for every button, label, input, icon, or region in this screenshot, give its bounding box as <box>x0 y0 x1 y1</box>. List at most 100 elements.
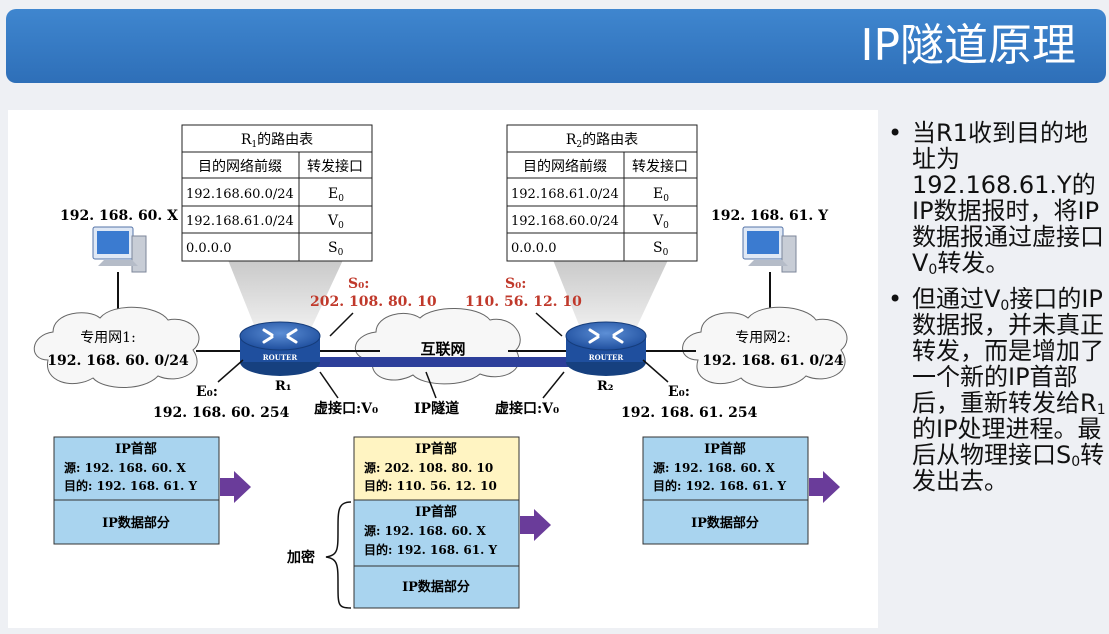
bullet-dot-icon: • <box>888 285 903 313</box>
s0-right-label: S₀: <box>505 276 526 292</box>
r2-row1-if: E0 <box>653 186 669 204</box>
vif-left-pointer <box>319 371 339 399</box>
r2-row3-prefix: 0.0.0.0 <box>511 241 556 256</box>
r1-routing-table: R1的路由表 目的网络前缀 转发接口 192.168.60.0/24 E0 19… <box>181 124 373 262</box>
cloud-right-prefix: 192. 168. 61. 0/24 <box>702 353 844 369</box>
r1-header-prefix: 目的网络前缀 <box>198 158 282 175</box>
bullet-2-sub3: 0 <box>1071 454 1081 470</box>
router-r1-icon: ROUTER <box>239 321 321 376</box>
private-network-2-cloud: 专用网2: 192. 168. 61. 0/24 <box>682 306 848 388</box>
bullet-2-sub: 0 <box>1000 298 1010 314</box>
bullet-2-tail: 转发出去。 <box>912 441 1105 495</box>
r2-routing-table: R2的路由表 目的网络前缀 转发接口 192.168.61.0/24 E0 19… <box>506 124 698 262</box>
private-network-1-cloud: 专用网1: 192. 168. 60. 0/24 <box>33 306 200 388</box>
diagram-panel: R1的路由表 目的网络前缀 转发接口 192.168.60.0/24 E0 19… <box>8 110 878 628</box>
packet-right-header: IP首部 <box>704 441 746 457</box>
packet-mid-outer-header: IP首部 <box>415 441 457 457</box>
bullet-2: • 但通过V0接口的IP数据报，并未真正转发，而是增加了一个新的IP首部后，重新… <box>888 286 1106 494</box>
bullet-2-text: 但通过V <box>912 285 1001 313</box>
packet-left-src: 源: 192. 168. 60. X <box>64 460 186 475</box>
bullet-2-sub2: 1 <box>1096 402 1106 418</box>
packet-left-dst: 目的: 192. 168. 61. Y <box>64 478 197 493</box>
s0-left-ip: 202. 108. 80. 10 <box>310 294 437 310</box>
bullet-dot-icon: • <box>888 119 903 147</box>
packet-right: IP首部 源: 192. 168. 60. X 目的: 192. 168. 61… <box>642 436 809 545</box>
e0-right-label: E₀: <box>668 384 690 400</box>
packet-left-header: IP首部 <box>115 441 157 457</box>
r1-row2-if: V0 <box>327 213 344 231</box>
encrypt-brace <box>325 501 352 609</box>
host-right-address: 192. 168. 61. Y <box>711 208 829 224</box>
bullet-1-text: 当R1收到目的地址为192.168.61.Y的IP数据报时，将IP数据报通过虚接… <box>912 119 1104 277</box>
vif-right-label: 虚接口:V₀ <box>495 400 559 417</box>
packet-mid-data: IP数据部分 <box>402 579 470 595</box>
cloud-right-name: 专用网2: <box>735 330 791 346</box>
r1-router-tag: ROUTER <box>263 353 298 362</box>
r2-label: R₂ <box>597 379 614 394</box>
r1-header-if: 转发接口 <box>307 158 363 175</box>
r1-row1-prefix: 192.168.60.0/24 <box>186 187 294 202</box>
packet-mid-outer-dst: 目的: 110. 56. 12. 10 <box>364 478 497 493</box>
slide-title: IP隧道原理 <box>860 20 1076 71</box>
s0-right-pointer <box>535 312 563 337</box>
computer-right-icon <box>742 226 797 273</box>
packet-mid-outer-src: 源: 202. 108. 80. 10 <box>364 460 493 475</box>
r1-row2-prefix: 192.168.61.0/24 <box>186 214 294 229</box>
computer-left-icon <box>92 226 147 273</box>
bullet-1-tail: 转发。 <box>937 249 1010 277</box>
r2-header-if: 转发接口 <box>632 158 688 175</box>
packet-right-src: 源: 192. 168. 60. X <box>653 460 775 475</box>
bullet-1-sub: 0 <box>928 262 938 278</box>
e0-left-label: E₀: <box>196 384 218 400</box>
r2-header-prefix: 目的网络前缀 <box>523 158 607 175</box>
packet-right-dst: 目的: 192. 168. 61. Y <box>653 478 786 493</box>
r2-table-title: R2的路由表 <box>566 132 638 150</box>
e0-right-pointer <box>642 359 669 383</box>
packet-mid: IP首部 源: 202. 108. 80. 10 目的: 110. 56. 12… <box>353 436 520 609</box>
s0-right-ip: 110. 56. 12. 10 <box>465 294 582 310</box>
vif-right-pointer <box>542 371 565 399</box>
ip-tunnel-pipe <box>313 357 575 367</box>
packet-left: IP首部 源: 192. 168. 60. X 目的: 192. 168. 61… <box>53 436 220 545</box>
title-bar: IP隧道原理 <box>6 9 1106 83</box>
packet-left-data: IP数据部分 <box>102 515 170 531</box>
r2-row3-if: S0 <box>653 240 669 258</box>
r2-router-tag: ROUTER <box>589 353 624 362</box>
tunnel-diagram: R1的路由表 目的网络前缀 转发接口 192.168.60.0/24 E0 19… <box>33 124 848 609</box>
s0-left-pointer <box>329 312 354 337</box>
r1-row3-if: S0 <box>328 240 344 258</box>
explanation-bullets: • 当R1收到目的地址为192.168.61.Y的IP数据报时，将IP数据报通过… <box>888 120 1106 504</box>
tunnel-label: IP隧道 <box>414 400 459 417</box>
packet-mid-inner-dst: 目的: 192. 168. 61. Y <box>364 542 497 557</box>
tunnel-pointer <box>425 371 437 399</box>
packet-right-data: IP数据部分 <box>691 515 759 531</box>
packet-mid-inner-src: 源: 192. 168. 60. X <box>364 523 486 538</box>
r2-row2-prefix: 192.168.60.0/24 <box>511 214 619 229</box>
s0-left-label: S₀: <box>348 276 369 292</box>
e0-right-ip: 192. 168. 61. 254 <box>621 405 758 421</box>
bullet-1: • 当R1收到目的地址为192.168.61.Y的IP数据报时，将IP数据报通过… <box>888 119 1106 278</box>
bullet-2-mid2: 的IP处理进程。最后从物理接口S <box>912 415 1102 469</box>
bullet-2-mid: 接口的IP数据报，并未真正转发，而是增加了一个新的IP首部后，重新转发给R <box>912 285 1104 417</box>
r1-table-title: R1的路由表 <box>241 132 313 150</box>
cloud-left-name: 专用网1: <box>80 330 136 346</box>
r1-row3-prefix: 0.0.0.0 <box>186 241 231 256</box>
r2-table-beam <box>553 260 668 335</box>
packet-mid-inner-header: IP首部 <box>415 504 457 520</box>
arrow-left-icon <box>220 471 251 503</box>
r2-row1-prefix: 192.168.61.0/24 <box>511 187 619 202</box>
encrypt-label: 加密 <box>286 549 315 566</box>
internet-label: 互联网 <box>420 340 465 358</box>
arrow-mid-icon <box>520 509 551 541</box>
router-r2-icon: ROUTER <box>565 321 647 376</box>
host-left-address: 192. 168. 60. X <box>60 208 178 224</box>
r1-row1-if: E0 <box>328 186 344 204</box>
e0-left-pointer <box>217 359 244 383</box>
cloud-left-prefix: 192. 168. 60. 0/24 <box>47 353 189 369</box>
r1-label: R₁ <box>275 379 292 394</box>
r1-table-beam <box>228 260 343 335</box>
r2-row2-if: V0 <box>652 213 669 231</box>
arrow-right-icon <box>809 471 840 503</box>
vif-left-label: 虚接口:V₀ <box>314 400 378 417</box>
e0-left-ip: 192. 168. 60. 254 <box>153 405 290 421</box>
